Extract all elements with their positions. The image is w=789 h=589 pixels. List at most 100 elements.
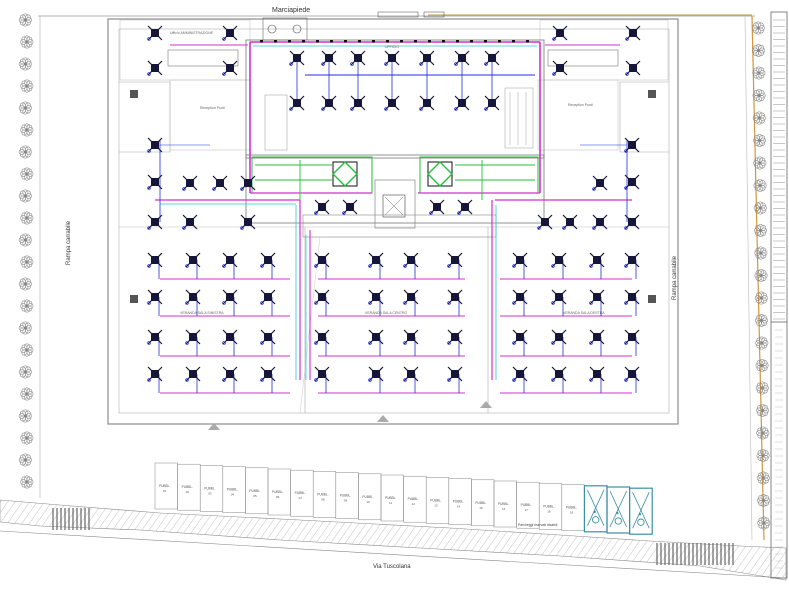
ramp-label-left: Rampa carrabile <box>66 220 72 265</box>
parking-stall-label: PUBBL. <box>159 484 170 488</box>
hvac-unit-icon <box>589 366 605 382</box>
room-label-reception-left: Reception Punti <box>200 106 225 110</box>
parking-stalls: PUBBL.01PUBBL.02PUBBL.03PUBBL.04PUBBL.05… <box>154 462 653 535</box>
parking-stall-number: 14 <box>457 505 461 509</box>
hvac-unit-icon <box>185 252 201 268</box>
hvac-unit-icon <box>457 199 473 215</box>
disabled-parking-stall <box>606 486 631 534</box>
hvac-unit-icon <box>589 329 605 345</box>
hvac-unit-icon <box>624 329 640 345</box>
parking-stall: PUBBL.02 <box>177 463 201 511</box>
hvac-unit-icon <box>419 50 435 66</box>
parking-stall-number: 12 <box>412 502 416 506</box>
parking-stall: PUBBL.11 <box>380 474 404 522</box>
hvac-unit-icon <box>551 252 567 268</box>
top-service-area <box>262 11 445 41</box>
hvac-unit-icon <box>589 252 605 268</box>
hvac-unit-icon <box>447 289 463 305</box>
hvac-unit-icon <box>222 366 238 382</box>
parking-stall-label: PUBBL. <box>249 489 260 493</box>
tree-icon <box>20 387 34 401</box>
parking-stall: PUBBL.09 <box>335 472 359 519</box>
hvac-unit-icon <box>403 252 419 268</box>
parking-stall: PUBBL.06 <box>267 468 291 516</box>
hvac-unit-icon <box>592 175 608 191</box>
tree-icon <box>752 111 766 125</box>
parking-stall: PUBBL.08 <box>312 471 337 518</box>
hvac-unit-icon <box>185 289 201 305</box>
hvac-unit-icon <box>314 199 330 215</box>
hvac-unit-icon <box>147 25 163 41</box>
parking-stall-number: 15 <box>479 506 483 510</box>
tree-icon <box>757 516 771 530</box>
hvac-unit-icon <box>289 95 305 111</box>
hvac-unit-icon <box>403 329 419 345</box>
parking-stall: PUBBL.19 <box>561 484 585 531</box>
tree-icon <box>753 156 767 170</box>
hvac-unit-icon <box>551 289 567 305</box>
parking-stall-number: 11 <box>389 501 392 505</box>
tree-icon <box>751 21 765 35</box>
hvac-unit-icon <box>447 366 463 382</box>
wheelchair-icon <box>592 510 600 524</box>
ramp-label-right: Rampa carrabile <box>672 255 678 300</box>
parking-stall-label: PUBBL. <box>317 492 328 496</box>
hvac-unit-icon <box>350 95 366 111</box>
parking-stall-label: PUBBL. <box>272 490 283 494</box>
tree-icon <box>756 448 770 462</box>
room-label-veranda-right: VERANDA SALA DESTRA <box>563 311 605 315</box>
hvac-unit-icon <box>260 289 276 305</box>
hvac-unit-icon <box>447 329 463 345</box>
parking-stall-label: PUBBL. <box>227 488 238 492</box>
hvac-unit-icon <box>147 289 163 305</box>
hvac-unit-icon <box>625 60 641 76</box>
hvac-unit-icon <box>512 366 528 382</box>
parking-stall-number: 03 <box>208 491 212 495</box>
hvac-unit-icon <box>624 252 640 268</box>
hvac-unit-icon <box>147 174 163 190</box>
hvac-unit-icon <box>182 175 198 191</box>
hvac-unit-icon <box>222 289 238 305</box>
tree-icon <box>18 409 32 423</box>
hvac-unit-icon <box>368 329 384 345</box>
hvac-unit-icon <box>321 95 337 111</box>
hvac-unit-icon <box>289 50 305 66</box>
hvac-unit-icon <box>625 25 641 41</box>
hvac-unit-icon <box>185 329 201 345</box>
hvac-unit-icon <box>222 25 238 41</box>
legend-strip <box>770 11 788 579</box>
tree-icon <box>752 89 766 102</box>
hvac-terminal-units <box>147 25 641 382</box>
tree-icon <box>20 255 34 269</box>
parking-stall-number: 10 <box>366 500 370 504</box>
hvac-unit-icon <box>512 329 528 345</box>
hvac-unit-icon <box>447 252 463 268</box>
room-label-office: UFFICIO <box>385 45 399 49</box>
hvac-unit-icon <box>624 214 640 230</box>
parking-stall: PUBBL.12 <box>403 475 427 523</box>
hvac-unit-icon <box>147 60 163 76</box>
hvac-unit-icon <box>260 329 276 345</box>
hvac-unit-icon <box>147 252 163 268</box>
parking-stall-label: PUBBL. <box>295 491 306 495</box>
hvac-unit-icon <box>592 214 608 230</box>
hvac-unit-icon <box>260 252 276 268</box>
hvac-unit-icon <box>589 289 605 305</box>
hvac-unit-icon <box>222 329 238 345</box>
tree-icon <box>755 336 769 350</box>
tree-icon <box>20 343 34 357</box>
parking-stall: PUBBL.15 <box>471 479 495 527</box>
hvac-unit-icon <box>321 50 337 66</box>
tree-icon <box>20 35 34 49</box>
room-label-reception-right: Reception Punti <box>568 103 593 107</box>
hvac-unit-icon <box>185 366 201 382</box>
hvac-unit-icon <box>512 252 528 268</box>
room-label-veranda-left: VERANDA SALA SINISTRA <box>180 311 224 315</box>
hvac-unit-icon <box>182 214 198 230</box>
site-boundary <box>38 14 765 541</box>
parking-stall-number: 04 <box>231 493 235 497</box>
parking-stall-label: PUBBL. <box>385 496 396 500</box>
room-label-veranda-center: VERANDA SALA CENTRO <box>365 311 407 315</box>
tree-icon <box>753 201 767 215</box>
hvac-unit-icon <box>368 289 384 305</box>
